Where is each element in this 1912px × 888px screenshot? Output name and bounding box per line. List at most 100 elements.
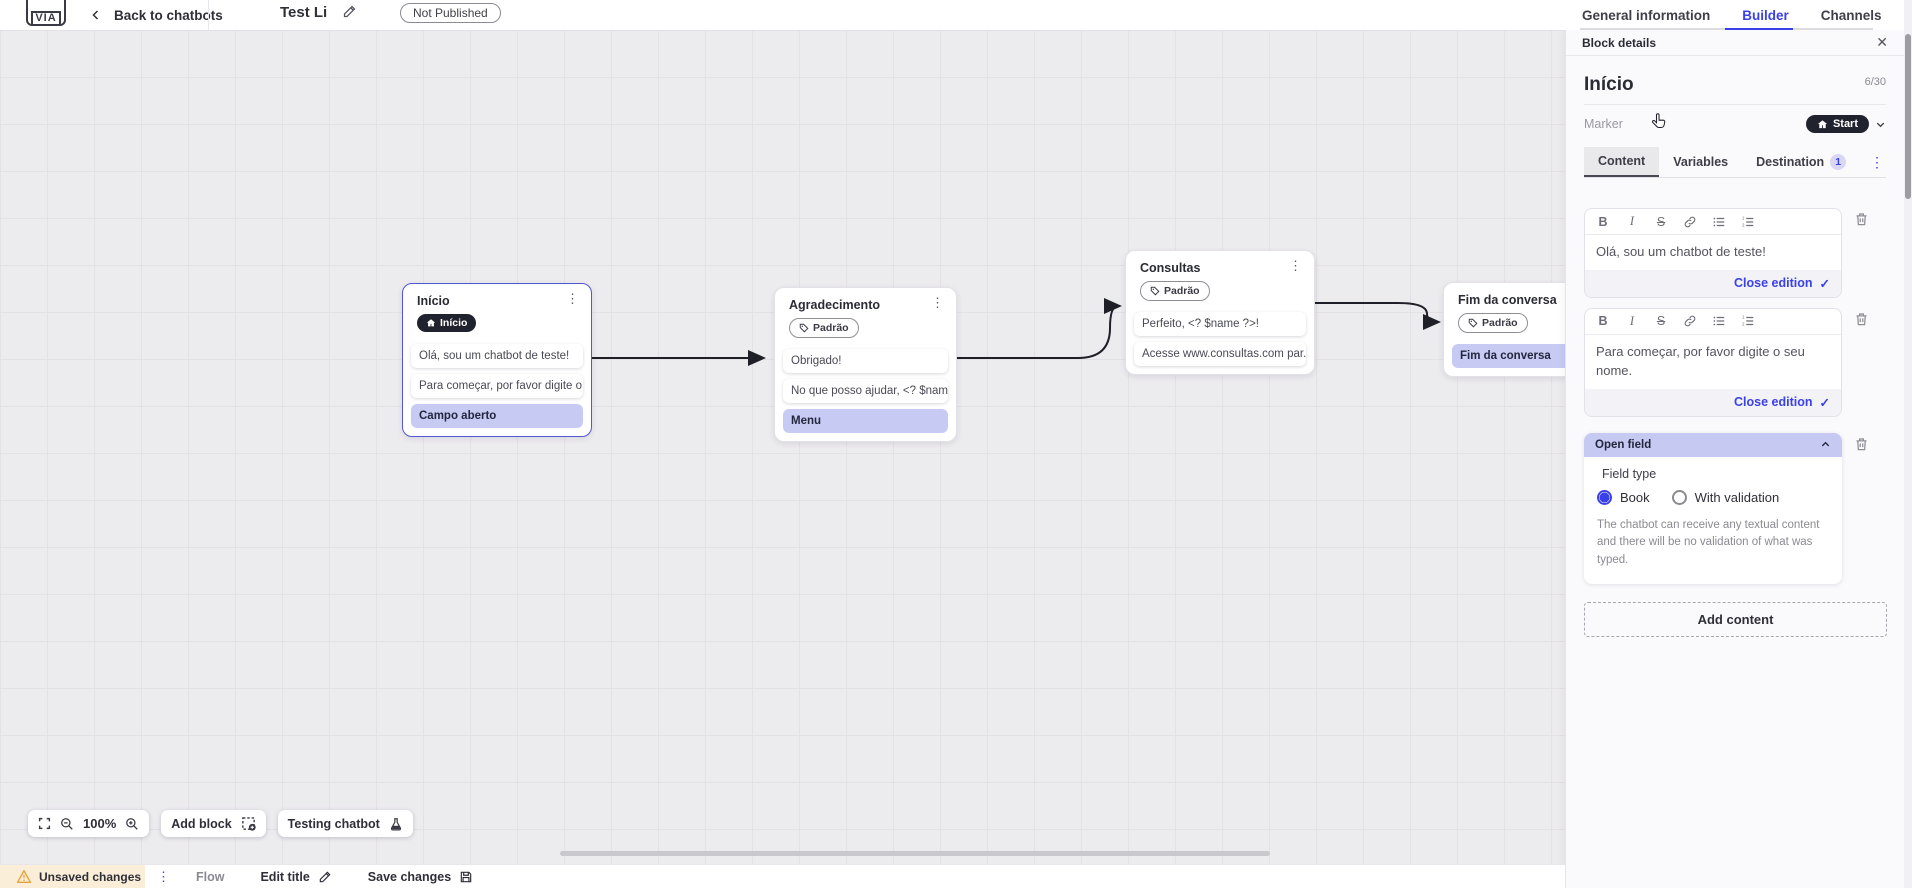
marker-label: Marker bbox=[1584, 117, 1623, 131]
tab-channels[interactable]: Channels bbox=[1820, 7, 1882, 23]
edit-title-button[interactable]: Edit title bbox=[260, 870, 331, 884]
tab-variables[interactable]: Variables bbox=[1673, 155, 1729, 169]
tab-builder[interactable]: Builder bbox=[1742, 7, 1789, 23]
strikethrough-icon[interactable]: S bbox=[1656, 214, 1666, 229]
top-tab-bar: General information Builder Channels bbox=[1580, 0, 1884, 30]
marker-select[interactable]: Start bbox=[1805, 115, 1869, 133]
tab-destination[interactable]: Destination 1 bbox=[1742, 147, 1860, 177]
back-label: Back to chatbots bbox=[114, 7, 223, 23]
tag-icon bbox=[1150, 286, 1160, 296]
footer-menu-icon[interactable]: ⋮ bbox=[157, 868, 170, 884]
block-title: Fim da conversa bbox=[1458, 293, 1557, 307]
link-icon[interactable] bbox=[1683, 314, 1697, 328]
save-changes-label: Save changes bbox=[367, 869, 452, 884]
block-item[interactable]: Olá, sou um chatbot de teste! bbox=[411, 344, 583, 368]
zoom-controls: 100% bbox=[28, 810, 150, 837]
marker-value: Start bbox=[1832, 118, 1858, 130]
block-item[interactable]: Para começar, por favor digite o ... bbox=[411, 374, 583, 398]
testing-chatbot-button[interactable]: Testing chatbot bbox=[277, 810, 413, 837]
bullet-list-icon[interactable] bbox=[1712, 215, 1726, 229]
flow-canvas[interactable]: Início ⋮ Início Olá, sou um chatbot de t… bbox=[0, 30, 1565, 864]
status-badge: Not Published bbox=[400, 3, 501, 23]
tab-content[interactable]: Content bbox=[1584, 147, 1660, 177]
delete-content-icon[interactable] bbox=[1854, 311, 1869, 327]
block-menu-icon[interactable]: ⋮ bbox=[566, 291, 579, 306]
flow-block-agradecimento[interactable]: Agradecimento ⋮ Padrão Obrigado! No que … bbox=[774, 287, 957, 442]
add-block-button[interactable]: Add block bbox=[161, 810, 266, 837]
block-name-input[interactable]: Início bbox=[1584, 74, 1634, 95]
back-to-chatbots[interactable]: Back to chatbots bbox=[90, 0, 223, 30]
block-item[interactable]: Acesse www.consultas.com par... bbox=[1134, 342, 1306, 366]
block-title: Agradecimento bbox=[789, 298, 880, 312]
default-marker-pill: Padrão bbox=[789, 318, 859, 338]
flow-tab[interactable]: Flow bbox=[196, 869, 225, 884]
open-field-section: Open field Field type Book Wi bbox=[1584, 432, 1842, 584]
numbered-list-icon[interactable]: 12 bbox=[1741, 314, 1755, 328]
italic-icon[interactable]: I bbox=[1629, 214, 1635, 228]
block-item-end[interactable]: Fim da conversa bbox=[1452, 344, 1565, 368]
block-item[interactable]: Perfeito, <? $name ?>! bbox=[1134, 312, 1306, 336]
vertical-scrollbar[interactable] bbox=[1904, 0, 1912, 888]
block-item-open-field[interactable]: Campo aberto bbox=[411, 404, 583, 428]
save-changes-button[interactable]: Save changes bbox=[368, 870, 473, 884]
block-item-menu[interactable]: Menu bbox=[783, 409, 948, 433]
strikethrough-icon[interactable]: S bbox=[1656, 314, 1666, 329]
close-icon[interactable]: ✕ bbox=[1876, 34, 1888, 50]
numbered-list-icon[interactable]: 12 bbox=[1741, 215, 1755, 229]
svg-text:1: 1 bbox=[1742, 315, 1745, 320]
tag-icon bbox=[799, 323, 809, 333]
editor-text-input[interactable]: Olá, sou um chatbot de teste! bbox=[1585, 235, 1841, 270]
edit-title-label: Edit title bbox=[260, 869, 310, 884]
fullscreen-icon[interactable] bbox=[38, 817, 51, 830]
bullet-list-icon[interactable] bbox=[1712, 314, 1726, 328]
check-icon: ✓ bbox=[1819, 395, 1830, 410]
scrollbar-thumb[interactable] bbox=[1905, 34, 1911, 199]
flow-block-consultas[interactable]: Consultas ⋮ Padrão Perfeito, <? $name ?>… bbox=[1125, 250, 1315, 375]
svg-text:2: 2 bbox=[1742, 322, 1745, 327]
default-marker-pill: Padrão bbox=[1140, 281, 1210, 301]
chevron-up-icon[interactable] bbox=[1820, 439, 1831, 450]
delete-content-icon[interactable] bbox=[1854, 211, 1869, 227]
edit-title-icon[interactable] bbox=[342, 4, 357, 19]
tab-underline bbox=[1580, 28, 1873, 30]
open-field-header[interactable]: Open field bbox=[1584, 432, 1842, 457]
bold-icon[interactable]: B bbox=[1598, 214, 1608, 229]
editor-text-input[interactable]: Para começar, por favor digite o seu nom… bbox=[1585, 334, 1841, 389]
block-menu-icon[interactable]: ⋮ bbox=[931, 295, 944, 310]
link-icon[interactable] bbox=[1683, 215, 1697, 229]
delete-content-icon[interactable] bbox=[1854, 436, 1869, 452]
block-menu-icon[interactable]: ⋮ bbox=[1289, 258, 1302, 273]
italic-icon[interactable]: I bbox=[1629, 313, 1635, 328]
block-item[interactable]: No que posso ajudar, <? $name ... bbox=[783, 379, 948, 403]
open-field-title: Open field bbox=[1595, 438, 1652, 451]
bold-icon[interactable]: B bbox=[1598, 314, 1608, 329]
horizontal-scrollbar[interactable] bbox=[560, 851, 1270, 856]
zoom-out-icon[interactable] bbox=[60, 817, 74, 831]
default-marker-pill: Padrão bbox=[1458, 313, 1528, 333]
testing-chatbot-label: Testing chatbot bbox=[287, 816, 380, 831]
chatbot-title[interactable]: Test Li bbox=[280, 4, 328, 21]
zoom-in-icon[interactable] bbox=[125, 817, 139, 831]
flow-block-inicio[interactable]: Início ⋮ Início Olá, sou um chatbot de t… bbox=[402, 283, 592, 437]
char-counter: 6/30 bbox=[1864, 76, 1886, 88]
warning-icon bbox=[17, 870, 31, 883]
block-item[interactable]: Obrigado! bbox=[783, 349, 948, 373]
tab-general-information[interactable]: General information bbox=[1582, 7, 1711, 23]
save-icon bbox=[460, 871, 472, 882]
radio-book[interactable]: Book bbox=[1597, 489, 1650, 505]
flow-block-fim-da-conversa[interactable]: Fim da conversa Padrão Fim da conversa bbox=[1443, 282, 1565, 377]
marker-pill-label: Padrão bbox=[1164, 285, 1200, 297]
chevron-down-icon[interactable] bbox=[1875, 119, 1886, 130]
flask-icon bbox=[390, 817, 401, 830]
panel-menu-icon[interactable]: ⋮ bbox=[1870, 153, 1884, 170]
radio-label: Book bbox=[1620, 489, 1650, 505]
close-edition-button[interactable]: Close edition bbox=[1734, 276, 1813, 291]
radio-with-validation[interactable]: With validation bbox=[1671, 489, 1779, 505]
start-marker-pill: Início bbox=[417, 314, 477, 332]
add-content-button[interactable]: Add content bbox=[1584, 601, 1887, 637]
close-edition-button[interactable]: Close edition bbox=[1734, 395, 1813, 410]
app-logo[interactable]: VIA bbox=[26, 0, 66, 26]
bottom-bar: Unsaved changes ⋮ Flow Edit title Save c… bbox=[0, 864, 1565, 888]
